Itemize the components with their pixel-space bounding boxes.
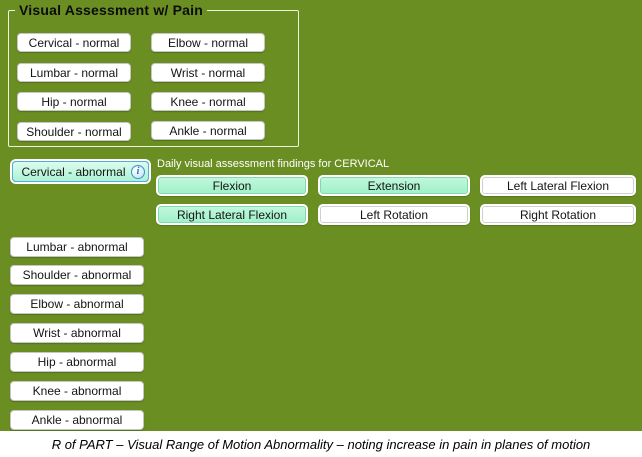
caption-text: R of PART – Visual Range of Motion Abnor… [51, 436, 591, 452]
button-wrist-normal[interactable]: Wrist - normal [151, 63, 265, 82]
button-knee-normal[interactable]: Knee - normal [151, 92, 265, 111]
button-elbow-abnormal[interactable]: Elbow - abnormal [10, 294, 144, 314]
button-cervical-normal[interactable]: Cervical - normal [17, 33, 131, 52]
button-lumbar-abnormal[interactable]: Lumbar - abnormal [10, 237, 144, 257]
button-left-lateral-flexion[interactable]: Left Lateral Flexion [480, 175, 636, 196]
button-right-rotation[interactable]: Right Rotation [480, 204, 636, 225]
button-ankle-normal[interactable]: Ankle - normal [151, 121, 265, 140]
button-shoulder-abnormal[interactable]: Shoulder - abnormal [10, 265, 144, 285]
button-cervical-abnormal[interactable]: Cervical - abnormal i [12, 161, 149, 182]
button-right-lateral-flexion[interactable]: Right Lateral Flexion [156, 204, 308, 225]
info-icon[interactable]: i [131, 164, 145, 179]
visual-assessment-group: Visual Assessment w/ Pain [8, 2, 299, 147]
findings-heading: Daily visual assessment findings for CER… [157, 158, 390, 170]
button-hip-abnormal[interactable]: Hip - abnormal [10, 352, 144, 372]
group-title: Visual Assessment w/ Pain [19, 2, 203, 18]
button-hip-normal[interactable]: Hip - normal [17, 92, 131, 111]
button-knee-abnormal[interactable]: Knee - abnormal [10, 381, 144, 401]
button-ankle-abnormal[interactable]: Ankle - abnormal [10, 410, 144, 430]
button-flexion[interactable]: Flexion [156, 175, 308, 196]
button-elbow-normal[interactable]: Elbow - normal [151, 33, 265, 52]
button-left-rotation[interactable]: Left Rotation [318, 204, 470, 225]
caption-bar: R of PART – Visual Range of Motion Abnor… [0, 431, 642, 457]
button-wrist-abnormal[interactable]: Wrist - abnormal [10, 323, 144, 343]
selected-part-label: Cervical - abnormal [21, 164, 126, 179]
button-extension[interactable]: Extension [318, 175, 470, 196]
button-shoulder-normal[interactable]: Shoulder - normal [17, 122, 131, 141]
button-lumbar-normal[interactable]: Lumbar - normal [17, 63, 131, 82]
